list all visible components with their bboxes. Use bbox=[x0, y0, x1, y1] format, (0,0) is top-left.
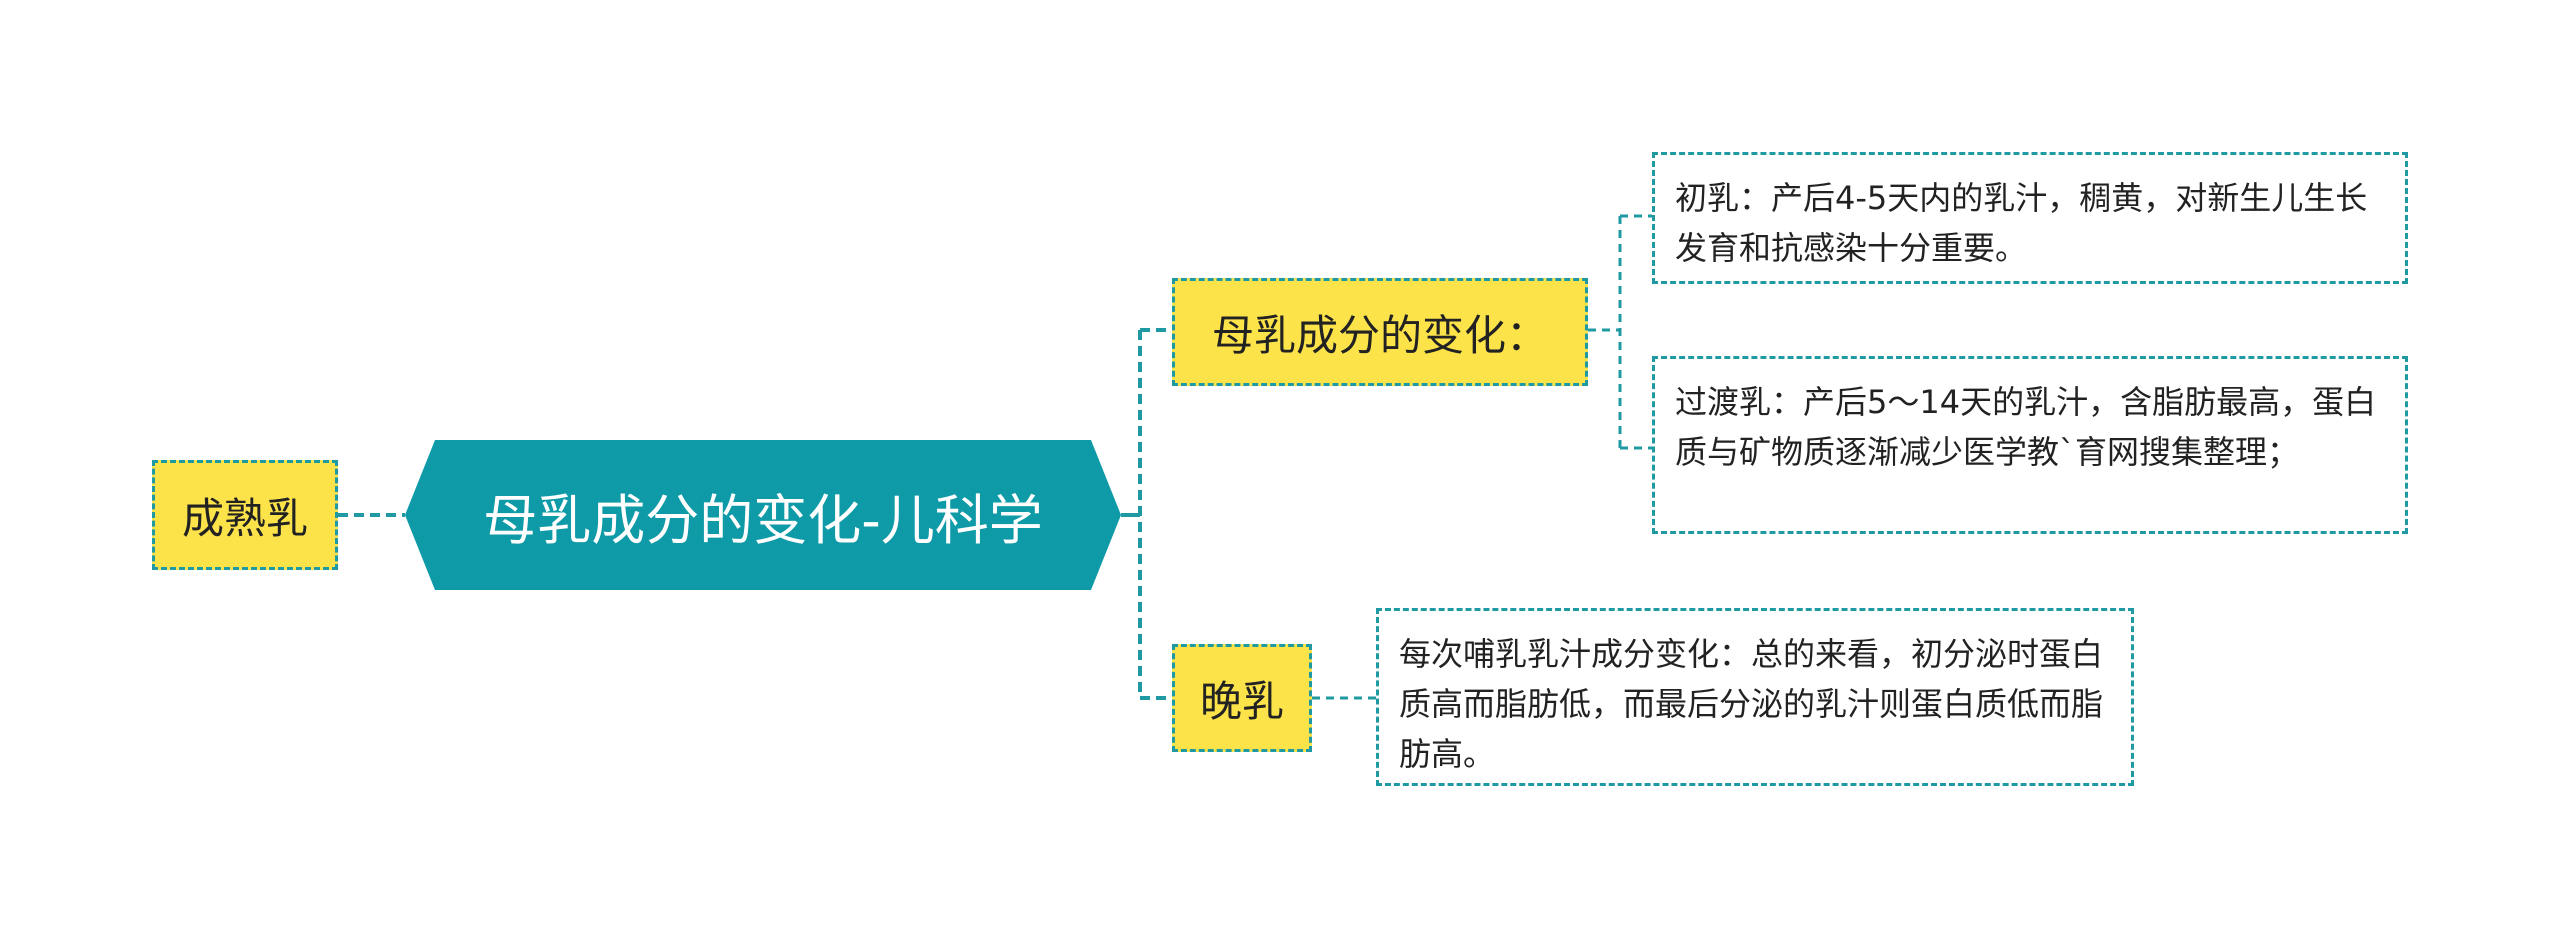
leaf-node-transitional-milk[interactable]: 过渡乳：产后5～14天的乳汁，含脂肪最高，蛋白质与矿物质逐渐减少医学教`育网搜集… bbox=[1652, 356, 2408, 534]
central-topic-node[interactable]: 母乳成分的变化-儿科学 bbox=[405, 440, 1121, 590]
leaf-node-feeding-change[interactable]: 每次哺乳乳汁成分变化：总的来看，初分泌时蛋白质高而脂肪低，而最后分泌的乳汁则蛋白… bbox=[1376, 608, 2134, 786]
left-branch-label: 成熟乳 bbox=[181, 493, 308, 543]
branch-node-composition[interactable]: 母乳成分的变化： bbox=[1172, 278, 1588, 386]
leaf-text-transitional-milk: 过渡乳：产后5～14天的乳汁，含脂肪最高，蛋白质与矿物质逐渐减少医学教`育网搜集… bbox=[1675, 383, 2377, 471]
branch-label-composition: 母乳成分的变化： bbox=[1211, 310, 1548, 360]
leaf-text-colostrum: 初乳：产后4-5天内的乳汁，稠黄，对新生儿生长发育和抗感染十分重要。 bbox=[1675, 179, 2368, 267]
leaf-text-feeding-change: 每次哺乳乳汁成分变化：总的来看，初分泌时蛋白质高而脂肪低，而最后分泌的乳汁则蛋白… bbox=[1399, 635, 2104, 773]
central-topic-label: 母乳成分的变化-儿科学 bbox=[483, 488, 1043, 552]
branch-label-late-milk: 晚乳 bbox=[1199, 676, 1284, 726]
leaf-node-colostrum[interactable]: 初乳：产后4-5天内的乳汁，稠黄，对新生儿生长发育和抗感染十分重要。 bbox=[1652, 152, 2408, 284]
left-branch-node[interactable]: 成熟乳 bbox=[152, 460, 338, 570]
branch-node-late-milk[interactable]: 晚乳 bbox=[1172, 644, 1312, 752]
